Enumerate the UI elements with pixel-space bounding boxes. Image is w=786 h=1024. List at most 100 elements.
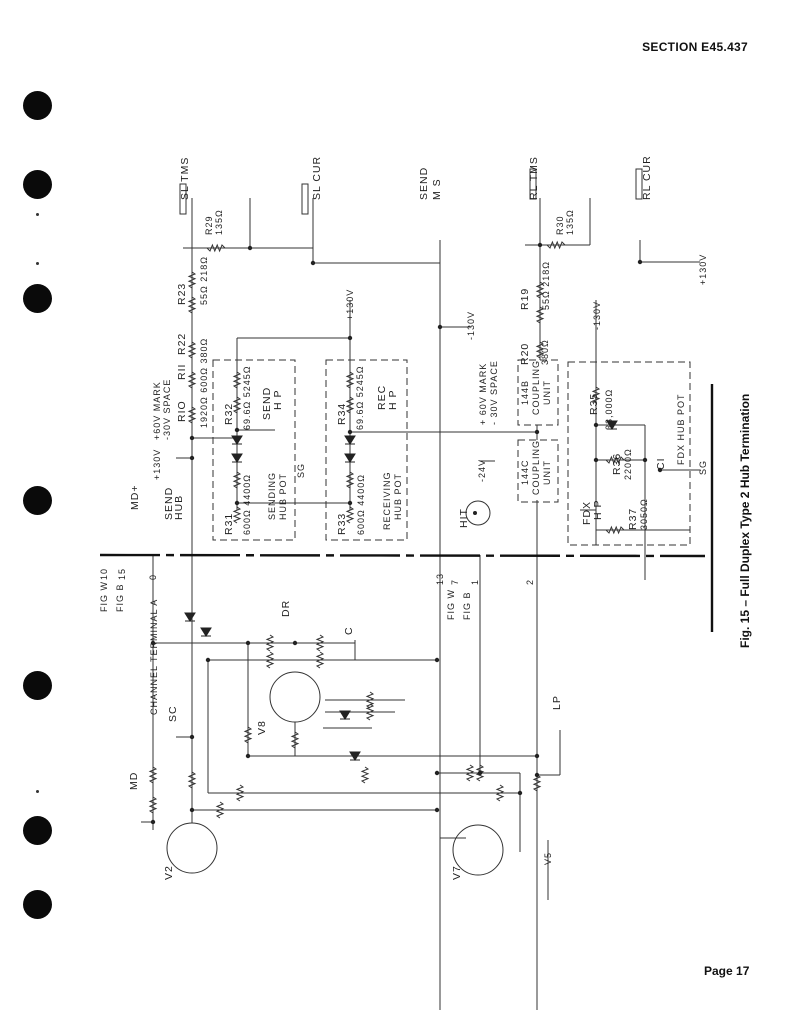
label-v8: V8 xyxy=(256,720,268,735)
label-rec-hp1: REC xyxy=(376,385,388,410)
resistor-icon xyxy=(232,371,242,389)
junction-dot xyxy=(593,457,599,463)
label-cu144c-1: 144C xyxy=(520,459,530,485)
resistor-icon xyxy=(187,371,197,389)
junction-dot xyxy=(537,242,543,248)
label-r35-val: 33,000Ω xyxy=(604,389,614,430)
label-hit: HIT xyxy=(458,508,470,528)
label-rl-cur: RL CUR xyxy=(641,155,653,200)
junction-dot xyxy=(534,772,540,778)
label-sg1: SG xyxy=(296,463,306,478)
hit-lamp-dot xyxy=(473,511,477,515)
hit-lamp-icon xyxy=(465,500,491,526)
label-space1: -30V SPACE xyxy=(162,379,172,440)
junction-dot xyxy=(593,422,599,428)
punch-hole xyxy=(23,284,52,313)
label-r31-val: 600Ω 4400Ω xyxy=(242,474,252,535)
junction-dot xyxy=(189,807,195,813)
resistor-icon xyxy=(265,651,275,669)
junction-dot xyxy=(234,427,240,433)
junction-dot xyxy=(310,260,316,266)
resistor-icon xyxy=(535,306,545,324)
junction-dot xyxy=(234,500,240,506)
label-r34-val: 69.6Ω 5245Ω xyxy=(355,366,365,431)
label-r19: R19 xyxy=(519,288,531,310)
junction-dot xyxy=(347,429,353,435)
label-send-hp1: SEND xyxy=(261,387,273,420)
label-v7: V7 xyxy=(451,865,463,880)
label-cu144b-3: UNIT xyxy=(542,380,552,405)
label-r20-val: 380Ω xyxy=(540,339,550,365)
label-r33-val: 600Ω 4400Ω xyxy=(356,474,366,535)
resistor-icon xyxy=(345,396,355,414)
resistor-icon xyxy=(187,341,197,359)
label-m24: -24V xyxy=(477,459,487,482)
label-r34: R34 xyxy=(336,403,348,425)
junction-dot xyxy=(292,640,298,646)
punch-hole xyxy=(23,890,52,919)
label-r30-val: 135Ω xyxy=(565,209,575,235)
label-send-hub1: SEND xyxy=(163,487,175,520)
label-r10: RIO xyxy=(176,400,188,422)
label-r33: R33 xyxy=(336,513,348,535)
resistor-icon xyxy=(315,634,325,652)
label-rhp1: RECEIVING xyxy=(382,471,392,530)
components xyxy=(148,168,663,825)
label-p130c: +130V xyxy=(698,254,708,285)
label-n10: 10 xyxy=(99,568,109,580)
label-m130b: -130V xyxy=(592,301,602,330)
label-dr: DR xyxy=(280,600,292,617)
label-r30: R30 xyxy=(555,215,565,235)
tube-v2 xyxy=(166,822,218,874)
label-r23-val: 55Ω 218Ω xyxy=(199,256,209,305)
label-fdx-pot: FDX HUB POT xyxy=(676,393,686,465)
label-r31: R31 xyxy=(223,513,235,535)
junction-dot xyxy=(534,429,540,435)
label-ch-term: CHANNEL TERMINAL A xyxy=(149,599,159,715)
resistor-icon xyxy=(605,455,625,465)
junction-dot xyxy=(642,457,648,463)
label-n13: 13 xyxy=(435,573,445,585)
junction-dot xyxy=(437,324,443,330)
resistor-icon xyxy=(315,651,325,669)
label-p130b: +130V xyxy=(345,289,355,320)
label-n1: 1 xyxy=(470,579,480,585)
figure-caption: Fig. 15 – Full Duplex Type 2 Hub Termina… xyxy=(738,394,752,648)
label-rhp2: HUB POT xyxy=(393,473,403,520)
resistor-icon xyxy=(206,243,226,253)
label-r10-vals: 1920Ω 600Ω 380Ω xyxy=(199,338,209,428)
diode-icon xyxy=(344,435,356,445)
resistor-icon xyxy=(345,371,355,389)
label-r20: R20 xyxy=(519,343,531,365)
junction-dot xyxy=(150,640,156,646)
label-n7: 7 xyxy=(450,579,460,585)
label-p130a: +130V xyxy=(152,449,162,480)
junction-dot xyxy=(347,500,353,506)
relay-coil-icon xyxy=(635,168,643,200)
label-r29: R29 xyxy=(204,215,214,235)
label-c: C xyxy=(343,626,355,635)
tube-v8 xyxy=(269,671,321,723)
label-fig-w2: FIG W xyxy=(446,589,456,620)
label-fig-b1: FIG B xyxy=(115,583,125,612)
resistor-icon xyxy=(535,341,545,359)
resistor-icon xyxy=(495,784,505,802)
resistor-icon xyxy=(290,731,300,749)
label-fdx2: H P xyxy=(592,499,604,520)
punch-hole xyxy=(23,170,52,199)
label-fdx1: FDX xyxy=(581,501,593,525)
resistor-icon xyxy=(605,525,625,535)
resistor-icon xyxy=(148,766,158,784)
label-cu144b-2: COUPLING xyxy=(531,360,541,415)
junction-dot xyxy=(245,640,251,646)
junction-dot xyxy=(534,753,540,759)
diode-icon xyxy=(344,453,356,463)
resistor-icon xyxy=(345,506,355,524)
junction-dot xyxy=(517,790,523,796)
label-rec-hp2: H P xyxy=(387,389,399,410)
sending-hub-pot-box xyxy=(212,359,296,541)
tube-v7 xyxy=(452,824,504,876)
resistor-icon xyxy=(535,281,545,299)
label-sc: SC xyxy=(167,705,179,722)
junction-dot xyxy=(434,657,440,663)
